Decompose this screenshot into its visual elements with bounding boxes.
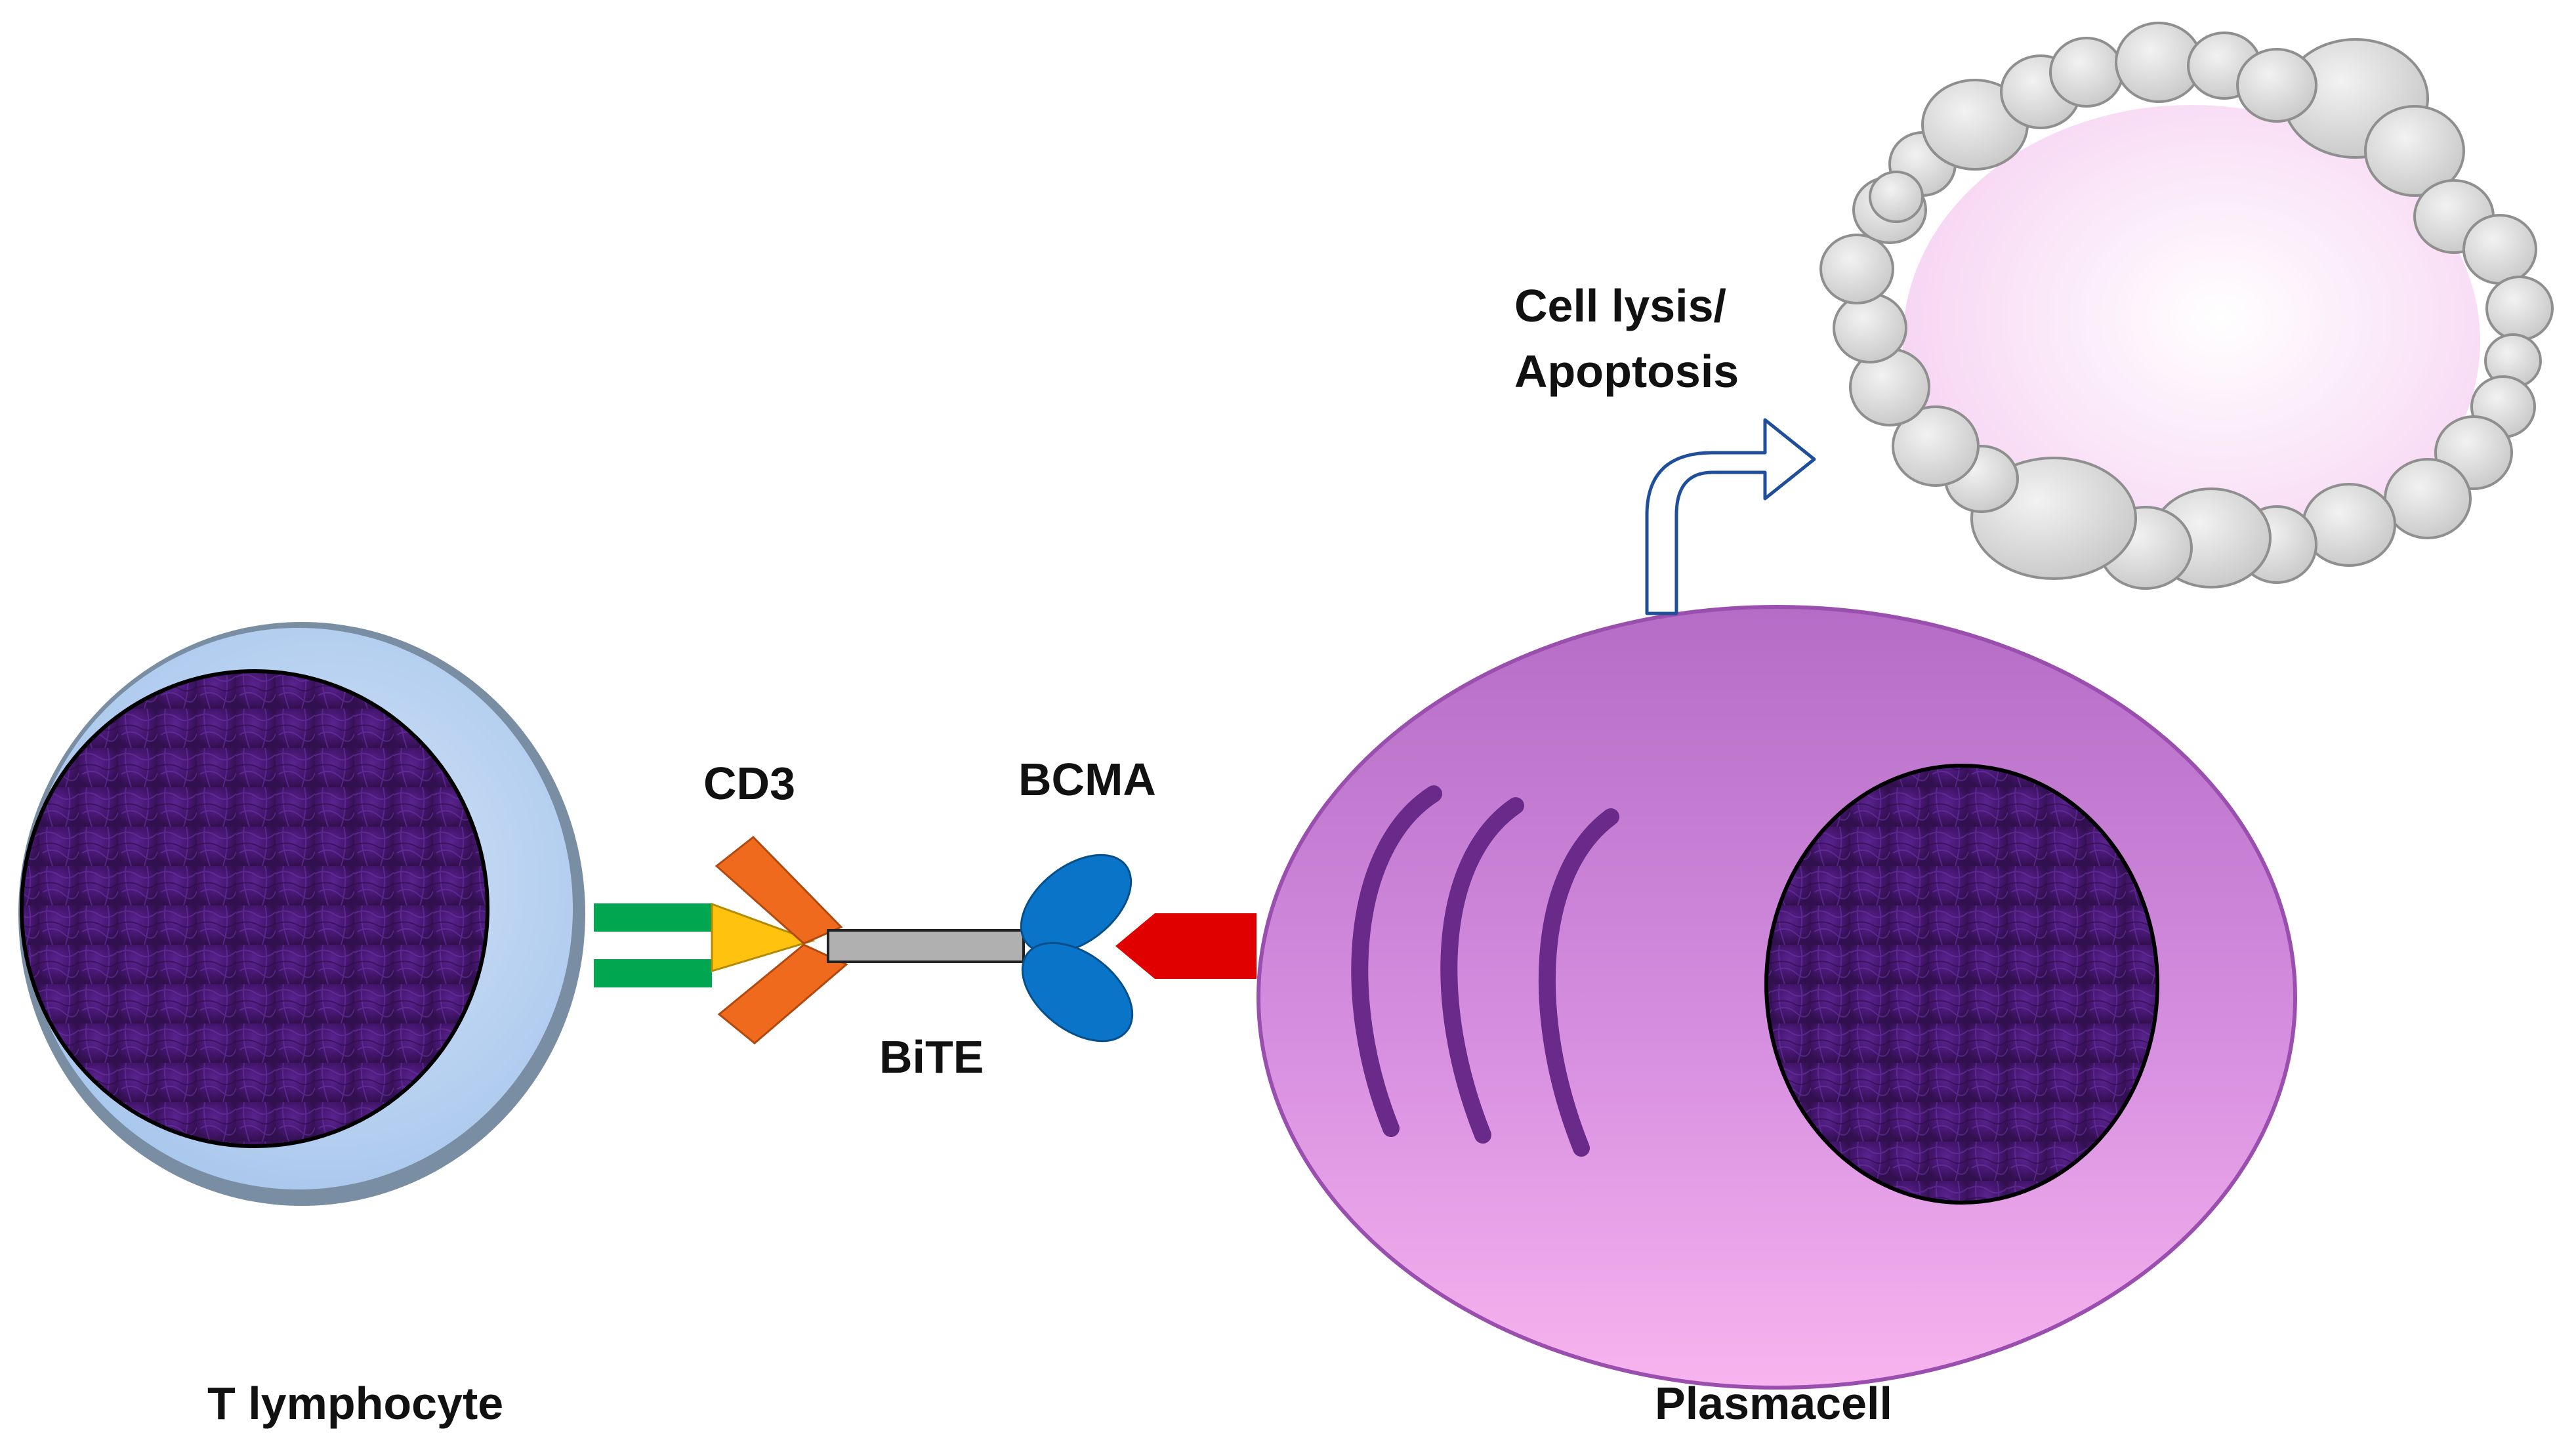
label-bite: BiTE [879, 1031, 984, 1083]
cd3-complex [711, 835, 848, 1044]
label-apoptosis: Apoptosis [1514, 346, 1739, 397]
label-cell-lysis: Cell lysis/ [1514, 280, 1726, 331]
label-t-lymphocyte: T lymphocyte [207, 1378, 503, 1429]
bcma-lobe-bottom [1021, 941, 1134, 1043]
endoplasmic-reticulum-3 [1538, 808, 1619, 1157]
lysed-cell-blebs [1819, 22, 2554, 590]
endoplasmic-reticulum-2 [1440, 797, 1524, 1144]
label-cd3: CD3 [703, 758, 795, 809]
lysis-arrow [1645, 418, 1816, 615]
bite-linker [827, 929, 1025, 963]
plasma-cell-surface-receptor [1115, 913, 1257, 979]
plasma-cell-nucleus [1764, 764, 2159, 1205]
t-lymphocyte [18, 622, 585, 1206]
plasma-cell [1257, 605, 2297, 1390]
label-bcma: BCMA [1018, 754, 1156, 805]
tcr-chain-bottom [594, 959, 712, 987]
bcma-receptor [1020, 854, 1134, 1043]
t-cell-nucleus [20, 669, 489, 1148]
endoplasmic-reticulum-1 [1351, 785, 1442, 1137]
cd3-antigen-yellow [711, 902, 816, 973]
label-plasmacell: Plasmacell [1655, 1378, 1892, 1429]
tcr-chain-top [594, 903, 712, 932]
lysed-cell [1819, 22, 2554, 590]
t-cell-receptor [594, 903, 712, 987]
cd3-arm-top [715, 835, 843, 945]
bcma-lobe-top [1020, 854, 1132, 955]
